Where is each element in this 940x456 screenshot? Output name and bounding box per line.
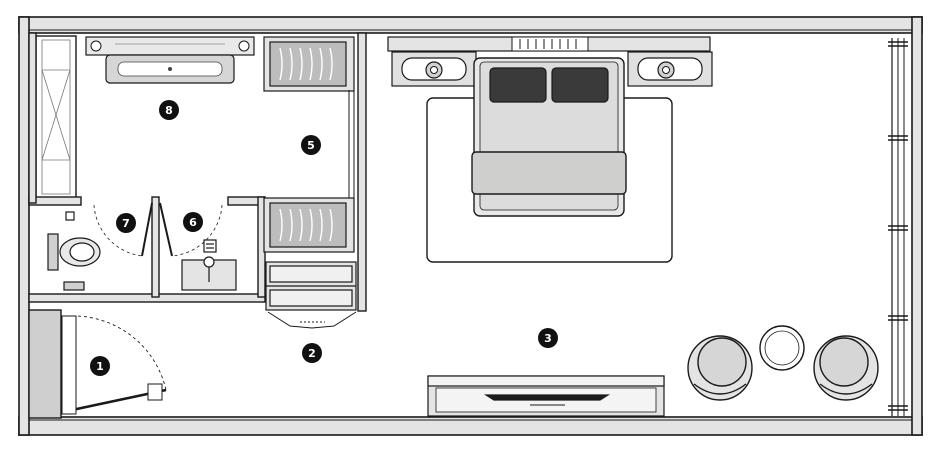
marker-1: 1 [90, 356, 110, 376]
outer-walls [18, 16, 923, 436]
window-wall [888, 38, 908, 416]
armchair-right [813, 335, 879, 401]
marker-6: 6 [183, 212, 203, 232]
svg-text:6: 6 [189, 216, 197, 229]
shower-glass [41, 39, 71, 195]
vanity-counter [85, 36, 255, 84]
armchair-left [687, 335, 753, 401]
svg-text:1: 1 [96, 360, 104, 373]
marker-8: 8 [159, 100, 179, 120]
marker-2: 2 [302, 343, 322, 363]
marker-5: 5 [301, 135, 321, 155]
minibar-cabinet [265, 261, 357, 311]
svg-text:3: 3 [544, 332, 552, 345]
closet-bifold-door [267, 311, 357, 329]
marker-7: 7 [116, 213, 136, 233]
nightstand-lamp-left [425, 61, 443, 79]
nightstand-lamp-right [657, 61, 675, 79]
wc-door [93, 202, 153, 257]
svg-text:2: 2 [308, 347, 316, 360]
side-table [759, 325, 805, 371]
entrance-door [61, 315, 167, 415]
pillows [489, 67, 609, 103]
toilet [47, 211, 101, 291]
wardrobe-top [263, 36, 355, 92]
wardrobe-bottom [263, 197, 355, 253]
shower-door [159, 202, 223, 257]
marker-3: 3 [538, 328, 558, 348]
interior-walls [28, 32, 367, 419]
bed-runner [471, 151, 627, 195]
shower-fixture [181, 239, 237, 291]
svg-text:8: 8 [165, 104, 173, 117]
tv-console [427, 375, 665, 417]
svg-text:5: 5 [307, 139, 315, 152]
svg-text:7: 7 [122, 217, 130, 230]
ac-vent [511, 36, 589, 52]
